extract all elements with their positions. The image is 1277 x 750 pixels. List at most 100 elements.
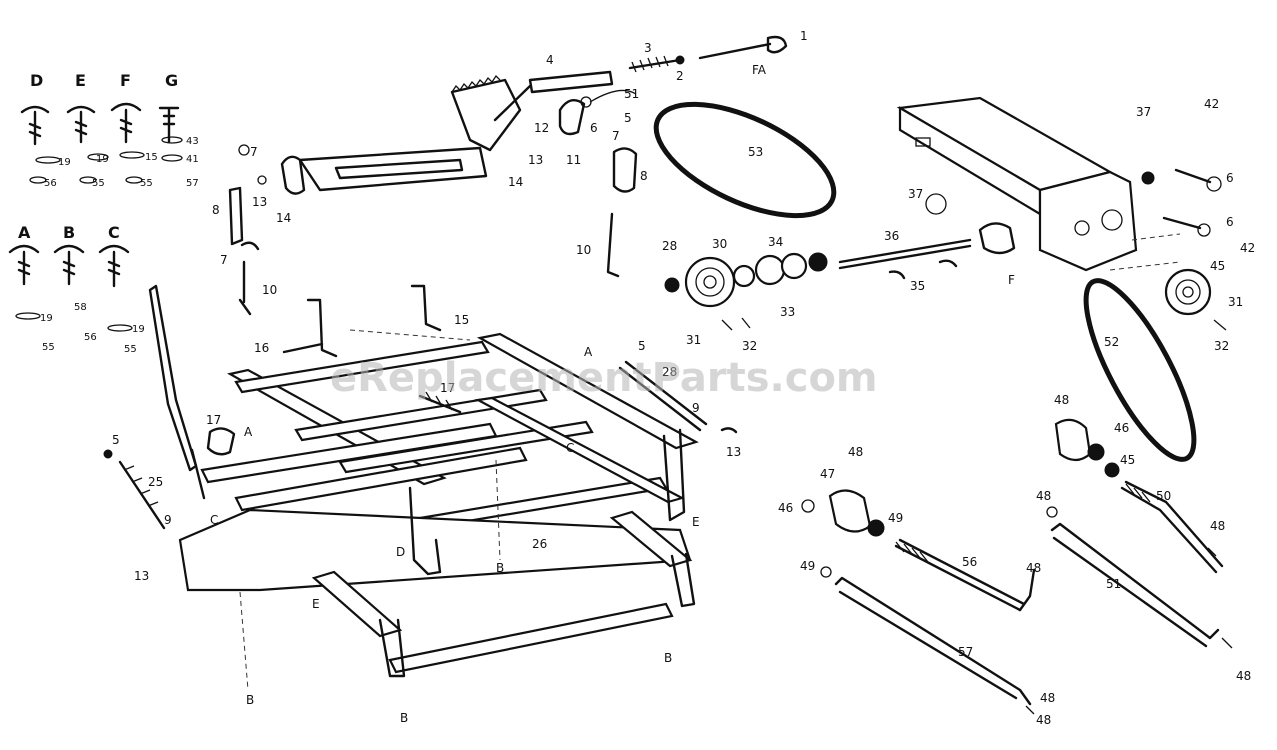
callout: 48 [1026, 561, 1041, 575]
callout: 28 [662, 365, 677, 379]
watermark: eReplacementParts.com [330, 355, 878, 401]
callout: 46 [778, 501, 793, 515]
callout: 9 [164, 513, 172, 527]
linkage-rods [801, 418, 1233, 715]
key-part: 43 [186, 136, 199, 147]
key-part: 56 [84, 332, 97, 343]
callout: 5 [638, 339, 646, 353]
fastener-letter-a: A [18, 223, 31, 242]
callout: A [244, 425, 253, 439]
callout: 12 [534, 121, 549, 135]
key-part: 15 [145, 152, 158, 163]
callout: 8 [640, 169, 648, 183]
key-part: 55 [140, 178, 153, 189]
callout: 48 [1036, 489, 1051, 503]
callout: 26 [532, 537, 547, 551]
callout: 37 [1136, 105, 1151, 119]
fastener-letter-d: D [30, 71, 43, 90]
callout: 45 [1210, 259, 1225, 273]
callout: 56 [962, 555, 977, 569]
callout: 25 [148, 475, 163, 489]
callout: 30 [712, 237, 727, 251]
callout: 13 [252, 195, 267, 209]
callout: 48 [1054, 393, 1069, 407]
callout: 17 [440, 381, 455, 395]
callout: 13 [528, 153, 543, 167]
callout: 48 [1210, 519, 1225, 533]
callout: B [246, 693, 254, 707]
key-part: 56 [44, 178, 57, 189]
main-frame [103, 233, 1181, 691]
callout: 2 [676, 69, 684, 83]
key-part: 55 [124, 344, 137, 355]
key-part: 19 [58, 157, 71, 168]
callout: F [1008, 273, 1015, 287]
callout: 6 [1226, 215, 1234, 229]
fastener-letter-f: F [120, 71, 131, 90]
callout: 32 [1214, 339, 1229, 353]
fastener-letter-g: G [165, 71, 178, 90]
callout: 5 [112, 433, 120, 447]
callout: 13 [134, 569, 149, 583]
bracket-assembly [228, 144, 267, 316]
callout: 3 [644, 41, 652, 55]
key-part: 41 [186, 154, 199, 165]
callout: 7 [220, 253, 228, 267]
callout: 14 [276, 211, 291, 225]
callout: 6 [590, 121, 598, 135]
callout: 48 [1236, 669, 1251, 683]
callout: 32 [742, 339, 757, 353]
callout: B [496, 561, 504, 575]
callout: 52 [1104, 335, 1119, 349]
callout: 1 [800, 29, 808, 43]
callout: C [210, 513, 218, 527]
callout: 31 [1228, 295, 1243, 309]
callout: 50 [1156, 489, 1171, 503]
callout: 35 [910, 279, 925, 293]
callout: 49 [888, 511, 903, 525]
callout: A [584, 345, 593, 359]
callout: 48 [848, 445, 863, 459]
part-callouts: 1 FA 2 3 4 51 5 12 6 11 7 8 13 14 53 7 8… [112, 29, 1255, 727]
tilt-lever-assembly [280, 35, 788, 278]
callout: 13 [726, 445, 741, 459]
key-part: 19 [132, 324, 145, 335]
fastener-key: D E F G A B C 19 19 15 43 41 56 55 55 57… [8, 71, 199, 355]
key-part: 58 [74, 302, 87, 313]
callout: 33 [780, 305, 795, 319]
fastener-letter-c: C [108, 223, 120, 242]
callout: 9 [692, 401, 700, 415]
callout: B [400, 711, 408, 725]
callout: 14 [508, 175, 523, 189]
callout: 15 [454, 313, 469, 327]
callout: 16 [254, 341, 269, 355]
callout: 48 [1036, 713, 1051, 727]
callout: 48 [1040, 691, 1055, 705]
callout: 49 [800, 559, 815, 573]
motor-housing [896, 96, 1138, 272]
fastener-letter-e: E [75, 71, 86, 90]
callout: 7 [612, 129, 620, 143]
key-part: 19 [40, 313, 53, 324]
callout: FA [752, 63, 767, 77]
callout: 17 [206, 413, 221, 427]
callout: 42 [1240, 241, 1255, 255]
callout: 53 [748, 145, 763, 159]
key-part: 19 [96, 154, 109, 165]
callout: 31 [686, 333, 701, 347]
callout: 57 [958, 645, 973, 659]
callout: 11 [566, 153, 581, 167]
callout: 51 [624, 87, 639, 101]
callout: E [312, 597, 320, 611]
arbor-shaft-assembly [664, 238, 972, 331]
callout: 34 [768, 235, 783, 249]
key-part: 55 [42, 342, 55, 353]
callout: C [566, 441, 574, 455]
callout: 10 [262, 283, 277, 297]
callout: 45 [1120, 453, 1135, 467]
callout: 10 [576, 243, 591, 257]
belt-53 [653, 101, 837, 219]
callout: 51 [1106, 577, 1121, 591]
callout: 37 [908, 187, 923, 201]
